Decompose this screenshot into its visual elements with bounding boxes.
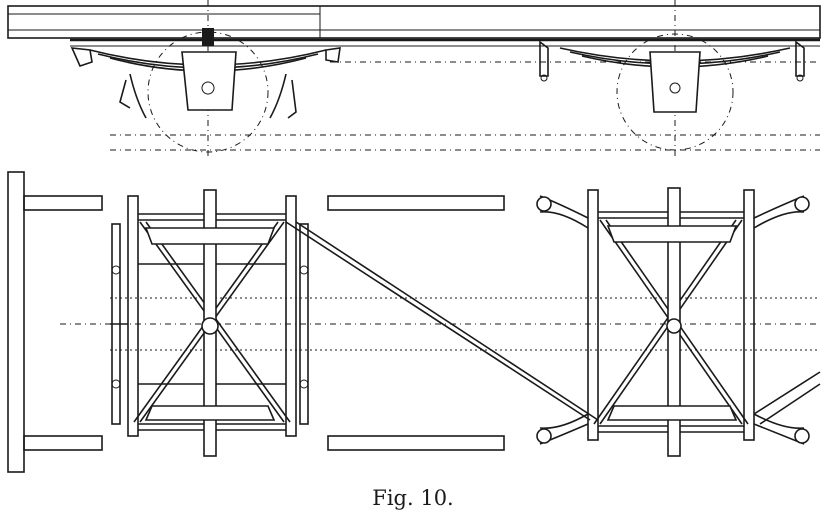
figure-caption: Fig. 10. — [372, 486, 454, 510]
solebar-segment — [327, 195, 505, 211]
right-wheel-outline — [616, 33, 734, 151]
right-frame-wheel-top — [606, 225, 738, 243]
right-axle-frame — [536, 187, 821, 457]
left-frame-wheel-top — [144, 227, 276, 245]
right-frame-wheel-bottom — [606, 405, 738, 421]
left-frame-wheel-bottom — [144, 405, 276, 421]
side-elevation-view — [7, 0, 821, 160]
left-axle-box — [181, 51, 237, 111]
diagonal-tie-rod — [285, 221, 591, 421]
end-buffer-beam — [7, 171, 25, 473]
wagon-body-beam — [7, 5, 821, 39]
railway-wagon-underframe-drawing — [7, 0, 821, 473]
left-axle-frame — [110, 189, 309, 457]
plan-view — [7, 171, 821, 473]
right-axle-box — [649, 51, 701, 113]
left-wheel-outline — [147, 31, 269, 153]
